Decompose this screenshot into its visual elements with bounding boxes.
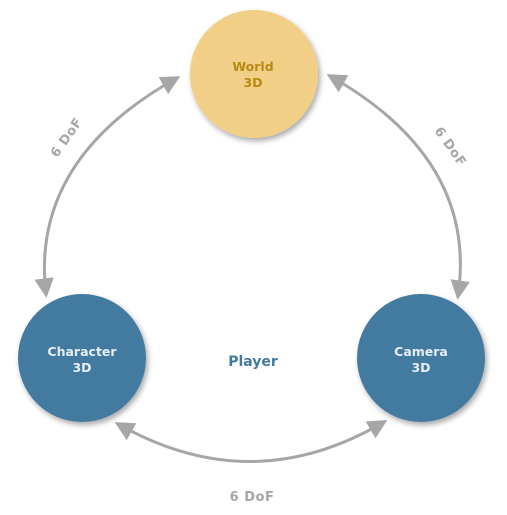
world-node-subtitle: 3D: [243, 75, 262, 90]
camera-node-subtitle: 3D: [411, 360, 430, 375]
camera-node-title: Camera: [394, 344, 448, 359]
arrow-character-camera: [114, 420, 388, 463]
world-node: World 3D: [190, 10, 318, 138]
edge-label-character-camera: 6 DoF: [230, 490, 275, 505]
player-label: Player: [228, 354, 278, 370]
character-node-title: Character: [47, 344, 117, 359]
character-node: Character 3D: [18, 294, 146, 422]
camera-node: Camera 3D: [357, 294, 485, 422]
arrow-world-camera: [326, 74, 470, 300]
character-node-subtitle: 3D: [72, 360, 91, 375]
edge-label-world-character: 6 DoF: [48, 115, 86, 160]
edge-label-world-camera: 6 DoF: [431, 124, 469, 169]
world-node-title: World: [232, 59, 273, 74]
arrow-world-character: [34, 76, 181, 298]
